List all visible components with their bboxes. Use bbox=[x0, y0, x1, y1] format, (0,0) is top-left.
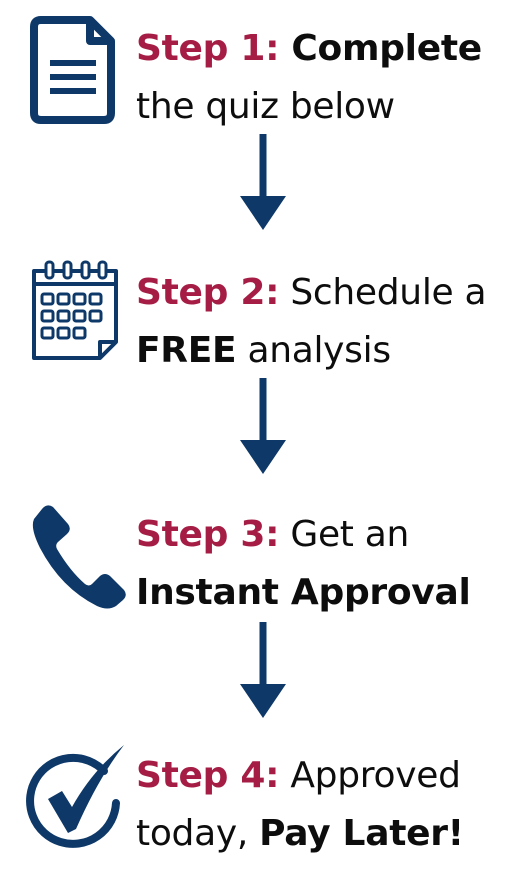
step-1: Step 1: Complete the quiz below bbox=[0, 14, 525, 134]
step-4-line-1: Step 4: Approved bbox=[136, 747, 521, 805]
step-4-text: Step 4: Approved today, Pay Later! bbox=[136, 747, 521, 863]
step-3: Step 3: Get an Instant Approval bbox=[0, 500, 525, 620]
step-2-title: Schedule a bbox=[279, 272, 487, 313]
step-3-title: Get an bbox=[279, 514, 410, 555]
step-1-line-2: the quiz below bbox=[136, 78, 521, 136]
step-4-title: Approved bbox=[279, 755, 461, 796]
document-icon bbox=[20, 14, 130, 124]
step-1-label: Step 1: bbox=[136, 28, 280, 69]
step-2-label: Step 2: bbox=[136, 272, 280, 313]
checkmark-circle-icon bbox=[20, 741, 130, 851]
calendar-icon bbox=[20, 258, 130, 368]
step-3-line-2: Instant Approval bbox=[136, 564, 521, 622]
step-1-line-1: Step 1: Complete bbox=[136, 20, 521, 78]
step-2-line-1: Step 2: Schedule a bbox=[136, 264, 521, 322]
step-2-line-2: FREE analysis bbox=[136, 322, 521, 380]
step-2-text: Step 2: Schedule a FREE analysis bbox=[136, 264, 521, 380]
step-2-description: analysis bbox=[236, 330, 391, 371]
step-2-highlight: FREE bbox=[136, 330, 237, 371]
down-arrow-2 bbox=[238, 376, 288, 476]
down-arrow-1 bbox=[238, 132, 288, 232]
step-1-text: Step 1: Complete the quiz below bbox=[136, 20, 521, 136]
step-4-line-2: today, Pay Later! bbox=[136, 805, 521, 863]
phone-icon bbox=[20, 500, 130, 610]
step-3-text: Step 3: Get an Instant Approval bbox=[136, 506, 521, 622]
step-3-label: Step 3: bbox=[136, 514, 280, 555]
step-1-description: the quiz below bbox=[136, 86, 395, 127]
step-4-description: today, bbox=[136, 813, 260, 854]
step-3-line-1: Step 3: Get an bbox=[136, 506, 521, 564]
step-2: Step 2: Schedule a FREE analysis bbox=[0, 258, 525, 378]
step-4-highlight: Pay Later! bbox=[259, 813, 464, 854]
step-3-highlight: Instant Approval bbox=[136, 572, 471, 613]
step-4: Step 4: Approved today, Pay Later! bbox=[0, 741, 525, 861]
step-4-label: Step 4: bbox=[136, 755, 280, 796]
down-arrow-3 bbox=[238, 620, 288, 720]
step-1-title: Complete bbox=[279, 28, 482, 69]
